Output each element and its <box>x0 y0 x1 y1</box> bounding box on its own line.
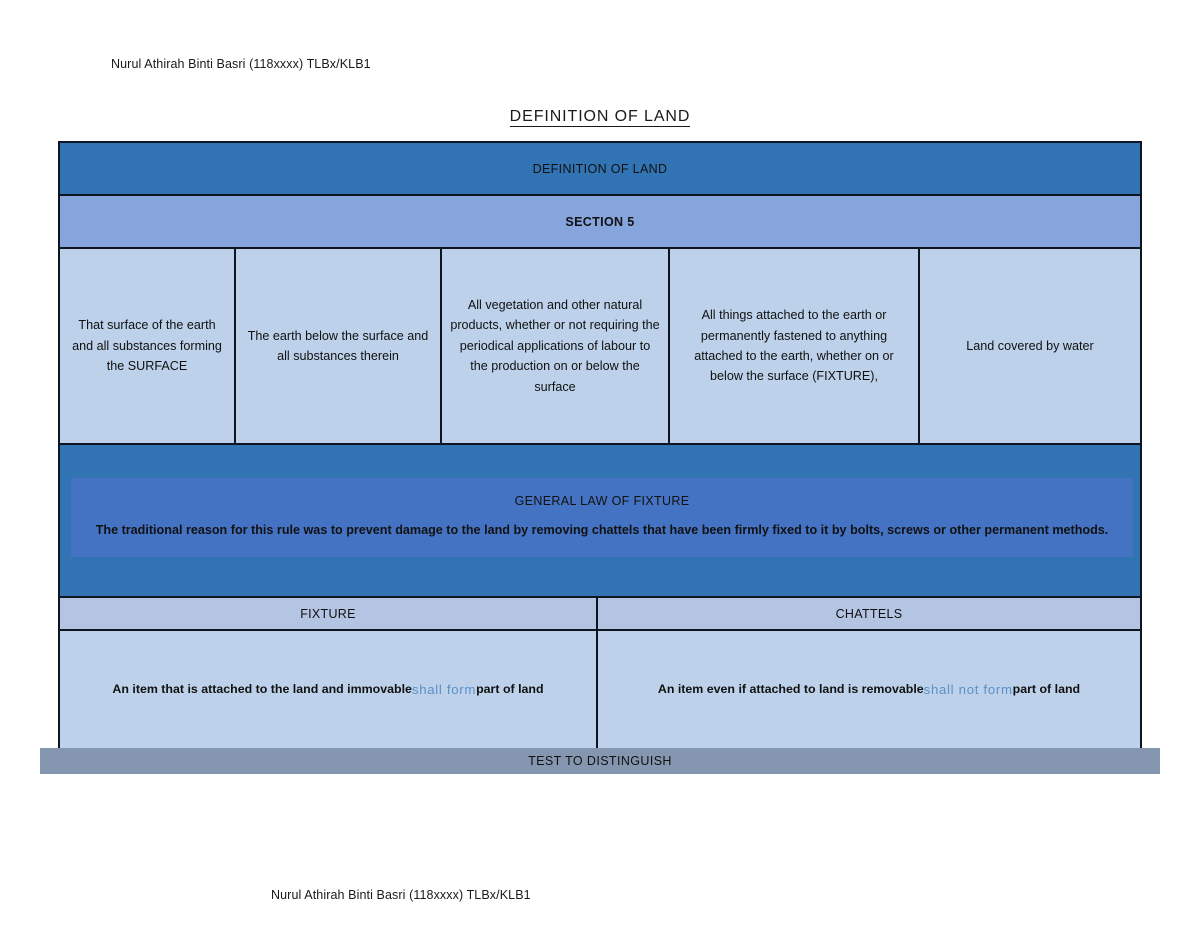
table-section-label: SECTION 5 <box>565 214 635 229</box>
table-banner-label: DEFINITION OF LAND <box>532 161 668 176</box>
running-footer: Nurul Athirah Binti Basri (118xxxx) TLBx… <box>271 888 531 902</box>
running-header: Nurul Athirah Binti Basri (118xxxx) TLBx… <box>111 57 371 71</box>
chattels-tail-text: part of land <box>1012 682 1081 697</box>
general-law-heading: GENERAL LAW OF FIXTURE <box>514 494 690 509</box>
comparison-header-chattels: CHATTELS <box>835 606 903 621</box>
comparison-body-chattels: An item even if attached to land is remo… <box>598 631 1140 748</box>
definitions-row: That surface of the earth and all substa… <box>60 249 1140 445</box>
comparison-header-fixture: FIXTURE <box>60 598 598 629</box>
fixture-emphasis-text: shall form <box>411 681 477 697</box>
comparison-header-row: FIXTURE CHATTELS <box>60 598 1140 631</box>
fixture-lead-text: An item that is attached to the land and… <box>112 682 412 697</box>
table-banner-definition-of-land: DEFINITION OF LAND <box>60 143 1140 196</box>
definition-cell-vegetation: All vegetation and other natural product… <box>442 249 670 443</box>
definition-cell-water: Land covered by water <box>966 338 1094 353</box>
definition-cell-below-earth: The earth below the surface and all subs… <box>236 249 442 443</box>
general-law-inner-box: GENERAL LAW OF FIXTURE The traditional r… <box>71 478 1133 557</box>
test-to-distinguish-bar: TEST TO DISTINGUISH <box>40 748 1160 774</box>
fixture-tail-text: part of land <box>476 682 544 697</box>
chattels-lead-text: An item even if attached to land is remo… <box>657 682 924 697</box>
page-title: DEFINITION OF LAND <box>0 108 1200 127</box>
definition-cell-surface: That surface of the earth and all substa… <box>60 249 236 443</box>
general-law-body: The traditional reason for this rule was… <box>95 523 1109 538</box>
table-banner-section: SECTION 5 <box>60 196 1140 249</box>
chattels-emphasis-text: shall not form <box>923 681 1013 697</box>
definition-of-land-table: DEFINITION OF LAND SECTION 5 That surfac… <box>58 141 1142 750</box>
general-law-of-fixture-row: GENERAL LAW OF FIXTURE The traditional r… <box>60 445 1140 598</box>
page-title-text: DEFINITION OF LAND <box>509 108 691 127</box>
comparison-body-fixture: An item that is attached to the land and… <box>60 631 598 748</box>
definition-cell-fixture: All things attached to the earth or perm… <box>670 249 920 443</box>
comparison-body-row: An item that is attached to the land and… <box>60 631 1140 748</box>
test-to-distinguish-label: TEST TO DISTINGUISH <box>528 754 672 768</box>
